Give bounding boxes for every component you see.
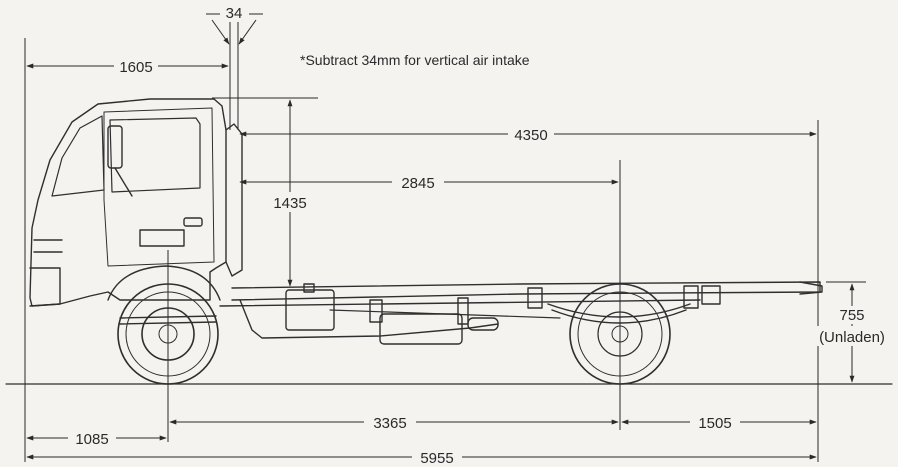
door-window <box>109 117 201 193</box>
fuel-cap <box>303 283 315 293</box>
cab-door <box>103 107 215 267</box>
cab-back-wall <box>225 123 243 277</box>
truck-drawing <box>5 98 893 385</box>
label-3365: 3365 <box>373 415 406 432</box>
label-1085: 1085 <box>75 431 108 448</box>
label-1605: 1605 <box>119 59 152 76</box>
label-755: 755 <box>839 307 864 324</box>
frame-rear-tip <box>799 281 823 295</box>
exhaust-pipe <box>239 299 499 339</box>
front-wheel-arch <box>107 265 221 301</box>
front-bumper <box>29 267 61 307</box>
label-unladen: (Unladen) <box>819 329 885 346</box>
dimension-lines <box>24 13 866 462</box>
air-intake-note: *Subtract 34mm for vertical air intake <box>300 52 530 68</box>
frame-rail-lower <box>219 299 701 307</box>
label-1505: 1505 <box>698 415 731 432</box>
windscreen <box>51 115 105 197</box>
door-handle <box>183 217 203 227</box>
label-4350: 4350 <box>514 127 547 144</box>
cab-step <box>139 229 185 247</box>
frame-bracket-2 <box>457 297 469 325</box>
label-5955: 5955 <box>420 450 453 467</box>
driveshaft <box>329 309 561 319</box>
frame-bracket-1 <box>369 299 383 323</box>
label-34: 34 <box>226 5 243 22</box>
cab-outline <box>29 98 227 307</box>
muffler <box>379 313 463 345</box>
label-1435: 1435 <box>273 195 306 212</box>
rear-hanger-back <box>683 285 699 309</box>
dim-34-right <box>238 19 257 45</box>
label-2845: 2845 <box>401 175 434 192</box>
dimension-labels: 34 1605 4350 2845 1435 755 (Unladen) 336… <box>68 4 896 467</box>
rear-bracket <box>701 285 721 305</box>
dim-34-left <box>211 19 230 45</box>
rear-hanger-front <box>527 287 543 309</box>
mirror-arm <box>114 167 133 197</box>
frame-rail-top <box>231 281 821 301</box>
fuel-tank <box>285 289 335 331</box>
